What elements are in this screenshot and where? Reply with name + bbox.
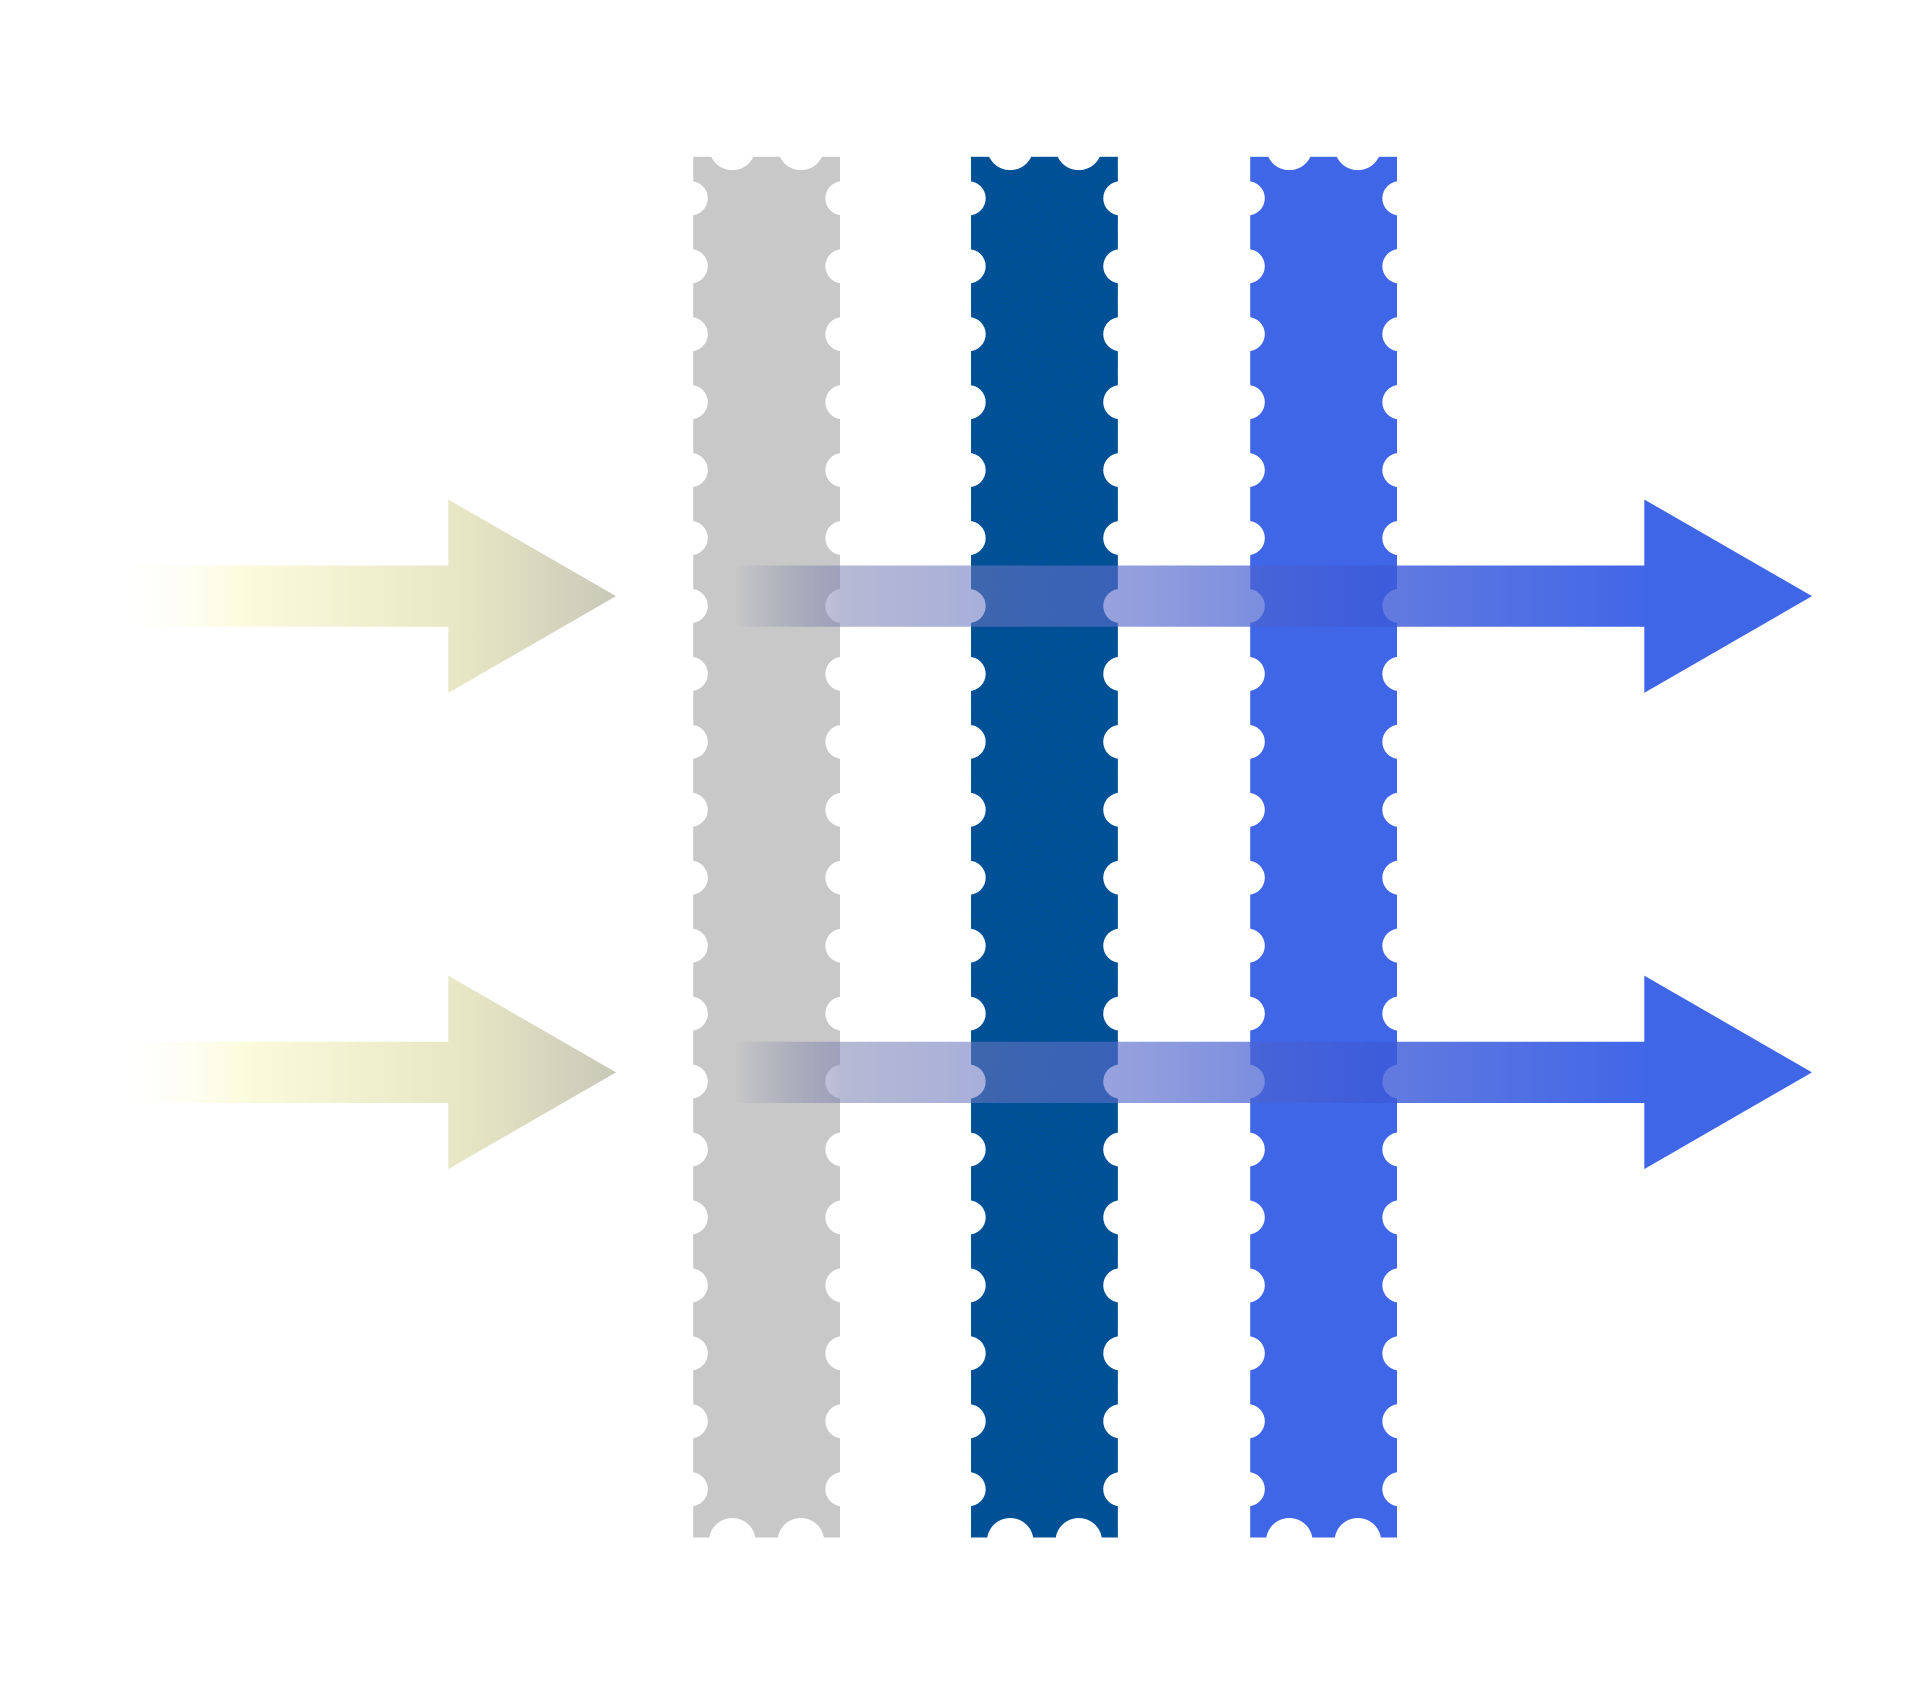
strip-gray (693, 156, 841, 1538)
incoming-arrow-2 (122, 975, 617, 1170)
strips-group (693, 156, 1398, 1538)
strip-grain-texture (971, 156, 1118, 1538)
outgoing-arrow-1 (734, 499, 1813, 693)
strip-dark-blue (971, 156, 1118, 1538)
strip-blue-body (1250, 156, 1398, 1538)
strip-blue (1250, 156, 1398, 1538)
strip-gray-body (693, 156, 841, 1538)
incoming-arrow-1 (122, 499, 617, 693)
arrows-group (122, 499, 1813, 1170)
outgoing-arrow-2 (734, 975, 1813, 1170)
